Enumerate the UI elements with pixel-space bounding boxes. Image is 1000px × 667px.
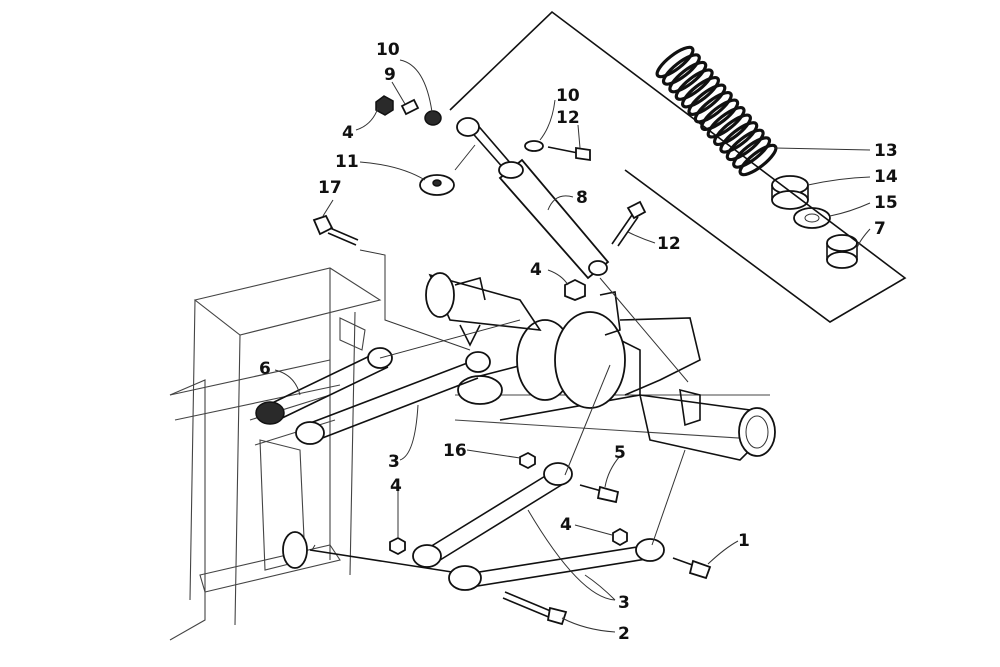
callout-5: 5 [614,443,626,463]
spring-coil-turn [661,53,701,86]
spring-coil-turn [732,136,772,169]
callout-14: 14 [874,167,898,187]
lower-a-arm [282,462,665,591]
callout-6: 6 [259,359,271,379]
spring-coil-turn [674,68,714,101]
callout-13: 13 [874,141,898,161]
spring-coil-turn [687,83,727,116]
spring-coil-turn [655,45,695,79]
callout-4-mid: 4 [530,260,542,280]
spring-coil-turn [668,60,708,94]
callout-12-top: 12 [556,108,580,128]
callout-3-lower: 3 [618,593,630,613]
vehicle-frame [169,267,382,641]
callout-4-lower-left: 4 [390,476,402,496]
callout-2: 2 [618,624,630,644]
axle-housing [425,272,776,461]
callout-labels: 10 9 4 10 12 11 17 8 12 4 13 14 15 7 6 3… [259,40,898,644]
callout-8: 8 [576,188,588,208]
shock-absorber [456,117,610,280]
callout-3-upper: 3 [388,452,400,472]
spring-coil-turn [738,143,778,177]
coil-spring [655,45,778,177]
callout-11: 11 [335,152,359,172]
callout-10-top: 10 [376,40,400,60]
callout-1: 1 [738,531,750,551]
spring-coil-turn [706,106,746,139]
spring-coil-turn [719,121,759,154]
callout-4-lower-right: 4 [560,515,572,535]
callout-9: 9 [384,65,396,85]
callout-17: 17 [318,178,342,198]
bushing-7 [826,234,858,269]
callout-7: 7 [874,219,886,239]
spring-coil-turn [681,75,720,109]
spring-seat-14 [771,175,809,210]
callout-16: 16 [443,441,467,461]
assembly-lines [311,144,689,551]
spring-coil-turn [693,90,733,124]
spring-coil-turn [713,113,752,147]
callout-10-right: 10 [556,86,580,106]
callout-15: 15 [874,193,898,213]
hardware [312,95,712,626]
callout-12-right: 12 [657,234,681,254]
spring-coil-turn [700,98,740,132]
leader-lines [274,59,871,633]
spring-coil-turn [725,128,765,162]
callout-4-top: 4 [342,123,354,143]
exploded-view-box [449,10,907,323]
upper-a-arm [255,319,521,445]
